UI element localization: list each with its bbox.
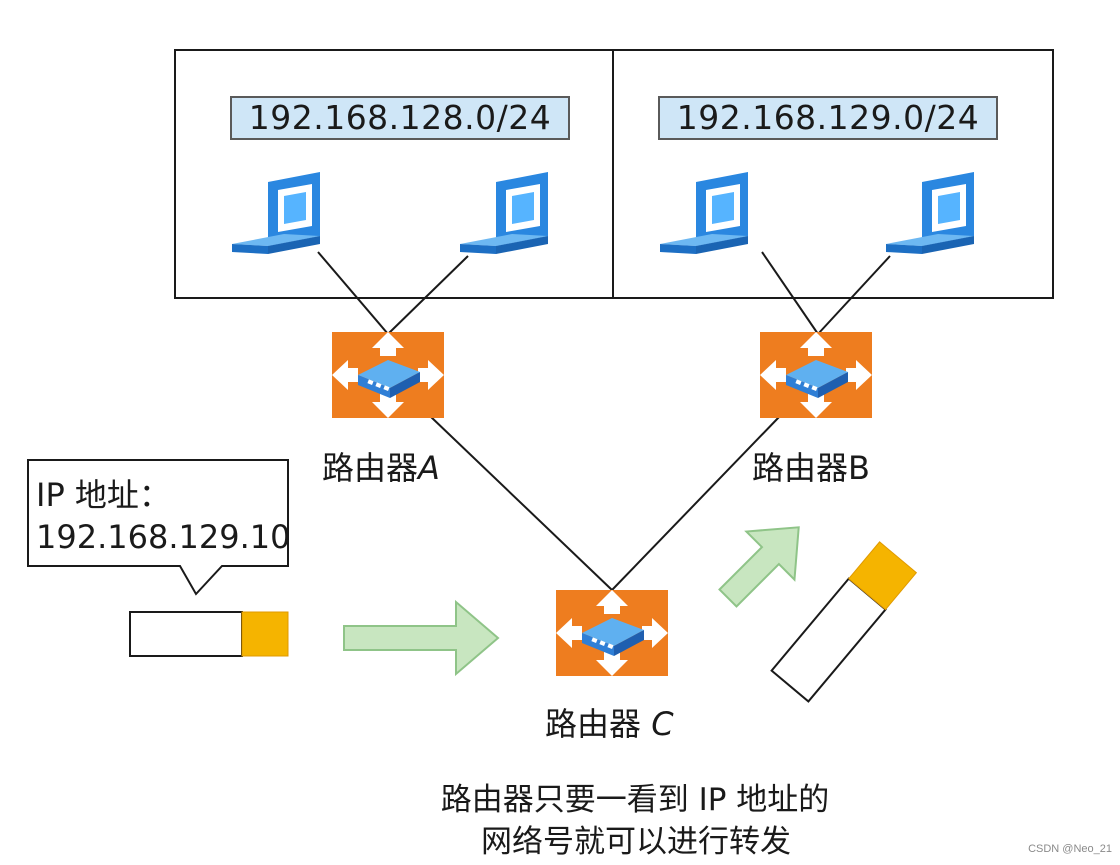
router-c-name: 路由器 — [545, 705, 652, 743]
router-icon — [760, 332, 872, 418]
subnet-label-a: 192.168.128.0/24 — [230, 96, 570, 140]
router-c-id: C — [651, 705, 674, 743]
router-icon — [556, 590, 668, 676]
ip-callout-address: 192.168.129.10 — [36, 518, 291, 556]
laptop-icon — [660, 172, 748, 254]
router-b-name: 路由器 — [752, 449, 849, 487]
router-icon — [332, 332, 444, 418]
laptop-icon — [886, 172, 974, 254]
router-a-label: 路由器A — [322, 449, 440, 487]
caption-line-2: 网络号就可以进行转发 — [481, 824, 791, 860]
forward-arrow-icon — [343, 599, 500, 677]
ip-callout-text: IP 地址： 192.168.129.10 — [36, 474, 290, 558]
packet-incoming — [129, 611, 289, 657]
router-a-id: A — [418, 449, 440, 487]
forward-up-arrow-icon — [718, 526, 800, 608]
router-b-label: 路由器B — [752, 449, 870, 487]
watermark: CSDN @Neo_21 — [1028, 843, 1112, 855]
ip-callout-bubble — [27, 459, 289, 596]
router-b-id: B — [848, 449, 870, 487]
ip-callout-title: IP 地址： — [36, 476, 171, 514]
laptop-icon — [460, 172, 548, 254]
network-links — [317, 251, 891, 591]
router-c-label: 路由器 C — [545, 705, 674, 743]
subnet-box-b — [612, 49, 1054, 299]
packet-outgoing — [770, 541, 918, 703]
laptop-icon — [232, 172, 320, 254]
router-a-name: 路由器 — [322, 449, 419, 487]
caption-line-1: 路由器只要一看到 IP 地址的 — [440, 782, 830, 818]
subnet-label-b: 192.168.129.0/24 — [658, 96, 998, 140]
